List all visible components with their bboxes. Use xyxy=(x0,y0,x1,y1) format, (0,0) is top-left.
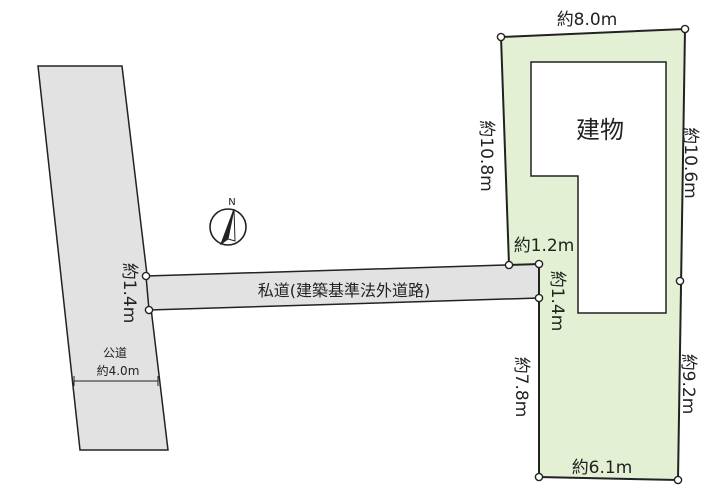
left-lower-length-label: 約7.8m xyxy=(511,357,531,418)
vertex-marker xyxy=(534,293,544,303)
vertex-marker xyxy=(496,32,506,42)
public-road-width-label: 約4.0m xyxy=(97,363,140,378)
right-upper-length-label: 約10.6m xyxy=(680,127,700,198)
public-road xyxy=(37,65,169,451)
public-road-label: 公道 xyxy=(103,346,127,360)
vertex-marker xyxy=(504,260,514,270)
building xyxy=(530,61,667,314)
vertex-marker xyxy=(534,472,544,482)
access-width-label: 約1.2m xyxy=(514,236,575,256)
vertex-marker xyxy=(675,276,685,286)
building-label: 建物 xyxy=(576,116,624,144)
bottom-width-label: 約6.1m xyxy=(572,458,633,478)
right-lower-length-label: 約9.2m xyxy=(678,354,698,415)
private-road-width-label: 約1.4m xyxy=(119,263,139,324)
vertex-markers xyxy=(141,24,690,485)
vertex-marker xyxy=(673,475,683,485)
north-compass-icon: N xyxy=(209,197,247,246)
vertex-marker xyxy=(534,259,544,269)
private-road-label: 私道(建築基準法外道路) xyxy=(258,281,431,300)
north-letter: N xyxy=(228,197,235,208)
vertex-marker xyxy=(144,305,154,315)
top-width-label: 約8.0m xyxy=(557,10,618,30)
access-length-label: 約1.4m xyxy=(547,271,567,332)
vertex-marker xyxy=(680,24,690,34)
left-upper-length-label: 約10.8m xyxy=(476,120,496,191)
vertex-marker xyxy=(141,271,151,281)
